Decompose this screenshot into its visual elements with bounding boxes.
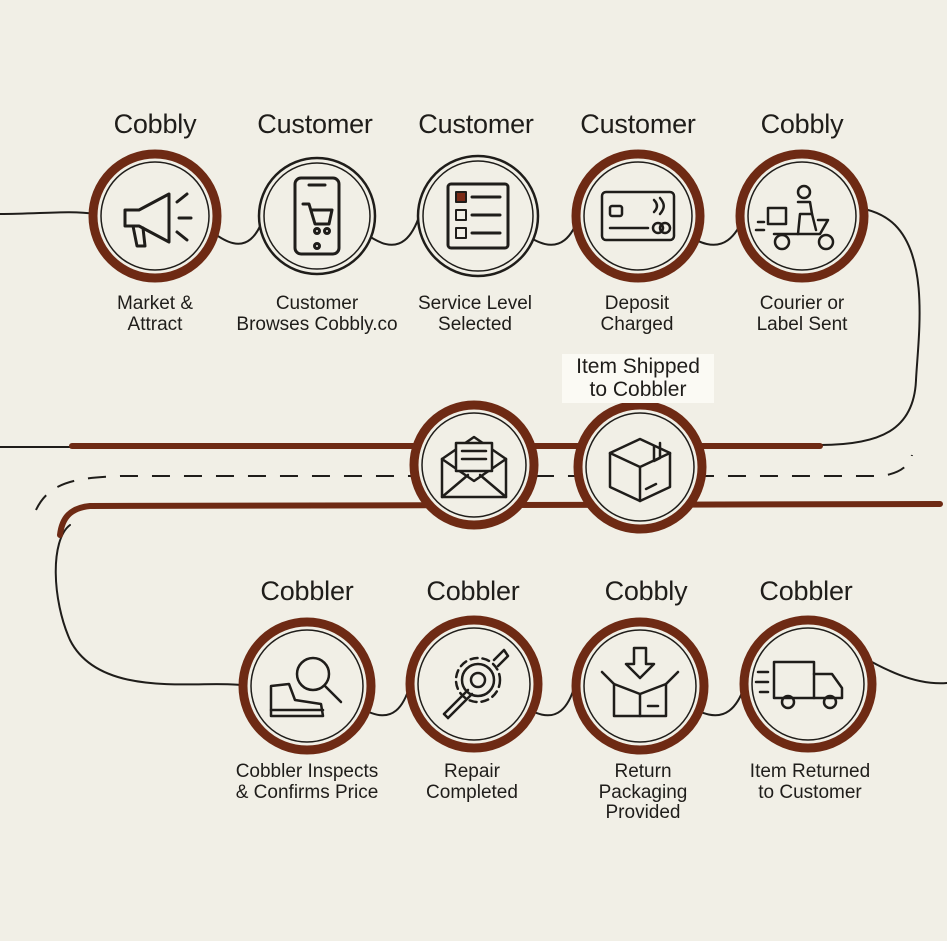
step-ring-inner-6	[421, 412, 527, 518]
gear-wrench-icon	[442, 648, 510, 720]
actor-label-1: Cobbly	[113, 109, 197, 139]
step-ring-2	[257, 156, 377, 276]
step-ring-inner-2	[263, 162, 371, 270]
checklist-icon	[446, 182, 510, 250]
step-label-7: Item Shipped to Cobbler	[562, 354, 714, 404]
delivery-truck-icon	[754, 660, 844, 710]
step-label-2: Customer Browses Cobbly.co	[236, 293, 398, 335]
step-ring-inner-3	[422, 160, 534, 272]
open-box-arrow-icon	[600, 646, 680, 718]
actor-label-4: Customer	[580, 109, 696, 139]
step-ring-inner-9	[417, 627, 531, 741]
actor-label-11: Cobbler	[759, 576, 853, 606]
step-label-1: Market & Attract	[116, 293, 194, 335]
step-label-3: Service Level Selected	[417, 293, 533, 335]
actor-label-10: Cobbly	[604, 576, 688, 606]
step-ring-inner-1	[100, 161, 210, 271]
step-ring-10	[571, 617, 709, 755]
step-ring-inner-4	[583, 161, 693, 271]
step-label-10: Return Packaging Provided	[598, 761, 688, 824]
courier-scooter-icon	[754, 184, 835, 251]
step-ring-inner-7	[585, 412, 695, 522]
step-ring-inner-11	[751, 627, 865, 741]
step-ring-inner-10	[583, 629, 697, 743]
megaphone-icon	[123, 192, 193, 248]
connector-line-right	[819, 379, 917, 446]
credit-card-icon	[600, 190, 676, 242]
step-ring-1	[88, 149, 222, 283]
box-icon	[608, 437, 672, 503]
actor-label-9: Cobbler	[426, 576, 520, 606]
step-ring-9	[405, 615, 543, 753]
step-ring-inner-5	[747, 161, 857, 271]
boot-magnifier-icon	[269, 656, 343, 718]
actor-label-3: Customer	[418, 109, 534, 139]
phone-cart-icon	[293, 176, 341, 256]
actor-label-5: Cobbly	[760, 109, 844, 139]
step-ring-8	[238, 617, 376, 755]
step-label-4: Deposit Charged	[600, 293, 674, 335]
actor-label-8: Cobbler	[260, 576, 354, 606]
step-label-8: Cobbler Inspects & Confirms Price	[235, 761, 379, 803]
step-ring-inner-8	[250, 629, 364, 743]
step-ring-5	[735, 149, 869, 283]
envelope-icon	[440, 435, 508, 499]
step-label-9: Repair Completed	[426, 761, 518, 803]
actor-label-2: Customer	[257, 109, 373, 139]
step-label-11: Item Returned to Customer	[749, 761, 871, 803]
connector-line-left-loop	[54, 524, 241, 686]
step-ring-11	[739, 615, 877, 753]
step-label-5: Courier or Label Sent	[756, 293, 848, 335]
step-ring-4	[571, 149, 705, 283]
